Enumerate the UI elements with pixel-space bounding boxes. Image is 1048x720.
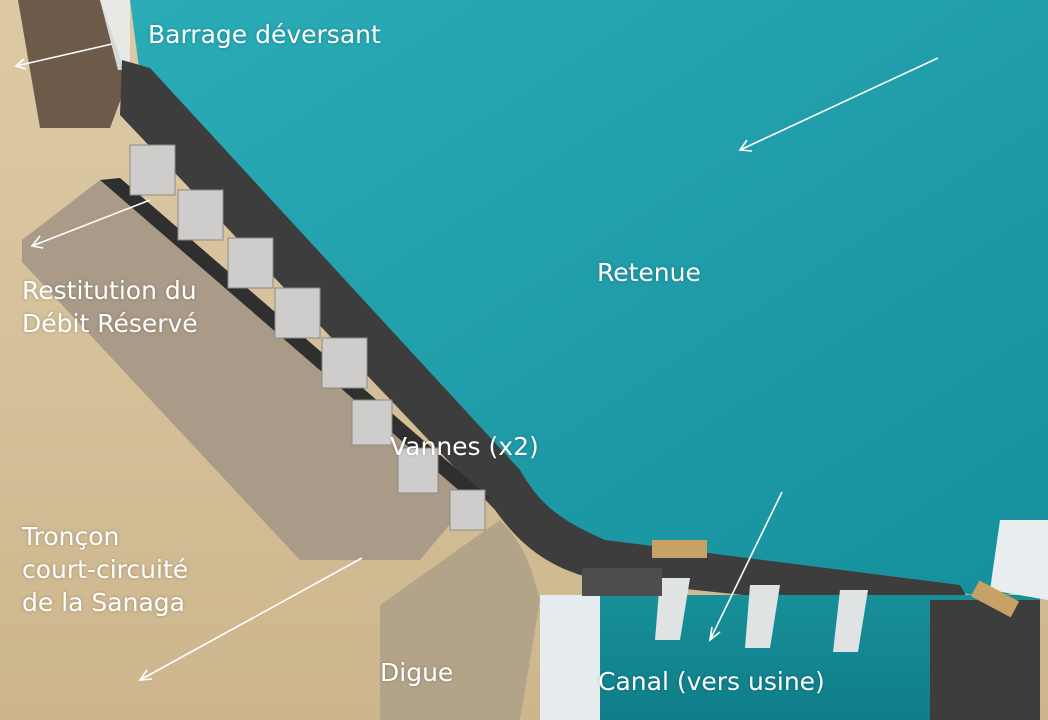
flow-arrows <box>14 43 939 681</box>
label-vannes-text: Vannes (x2) <box>390 432 539 461</box>
label-canal-text: Canal (vers usine) <box>598 667 825 696</box>
lower-platform <box>22 180 470 560</box>
label-troncon-line2: court-circuité <box>22 555 189 584</box>
spillway-dam <box>18 0 128 128</box>
label-troncon: Tronçon court-circuité de la Sanaga <box>22 520 188 619</box>
label-vannes: Vannes (x2) <box>390 430 539 463</box>
label-barrage-deversant: Barrage déversant <box>148 18 381 51</box>
label-barrage-text: Barrage déversant <box>148 20 381 49</box>
label-restitution-line1: Restitution du <box>22 276 197 305</box>
label-troncon-line1: Tronçon <box>22 522 120 551</box>
right-bank <box>990 520 1048 600</box>
truck-right <box>970 580 1020 618</box>
canal-piers <box>655 578 868 652</box>
control-house <box>582 568 662 596</box>
label-retenue-text: Retenue <box>597 258 701 287</box>
canal-bank-left <box>540 595 600 720</box>
reservoir-water <box>130 0 1048 597</box>
spillway-water <box>100 0 130 70</box>
levee <box>380 520 540 720</box>
label-troncon-line3: de la Sanaga <box>22 588 185 617</box>
label-canal: Canal (vers usine) <box>598 665 825 698</box>
label-restitution: Restitution du Débit Réservé <box>22 274 198 340</box>
truck-left <box>652 540 707 558</box>
canal-bank-right <box>930 600 1040 720</box>
label-digue-text: Digue <box>380 658 454 687</box>
label-digue: Digue <box>380 656 453 689</box>
label-restitution-line2: Débit Réservé <box>22 309 198 338</box>
gate-piers <box>129 144 486 531</box>
label-retenue: Retenue <box>597 256 701 289</box>
